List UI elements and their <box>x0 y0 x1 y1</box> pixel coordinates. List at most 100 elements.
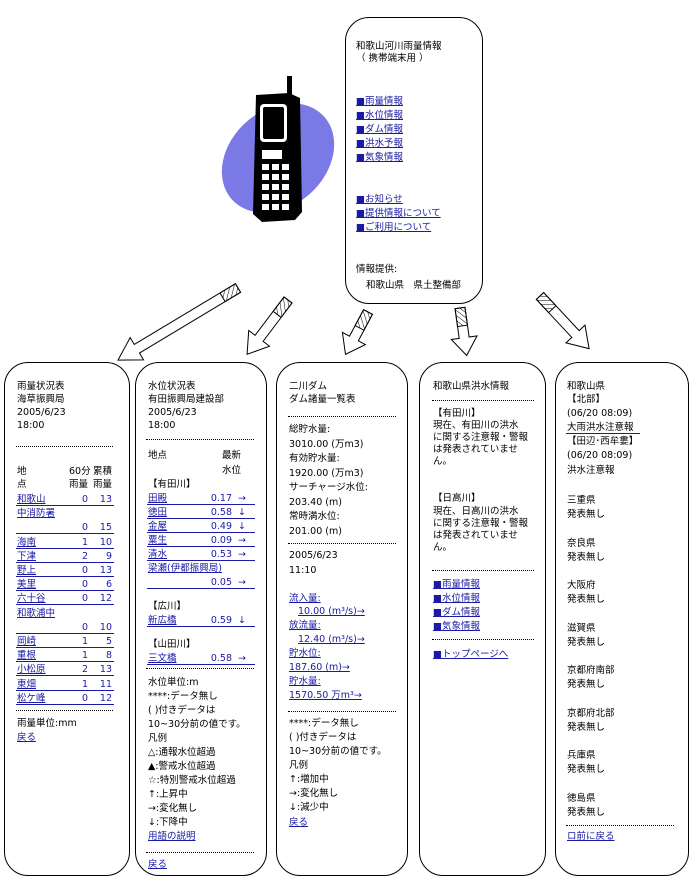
outflow-value-link[interactable]: 12.40 (m³/s)→ <box>298 634 365 645</box>
level-value-link[interactable]: 187.60 (m)→ <box>289 662 350 673</box>
row-underline <box>147 664 255 665</box>
storage-label-link[interactable]: 貯水量: <box>289 676 321 687</box>
menu-flood-link[interactable]: ■洪水予報 <box>356 138 403 149</box>
rain-station-link[interactable]: 小松原 <box>17 664 46 675</box>
rain-station-link-cell: 岡崎 <box>17 636 36 647</box>
arrow-to-dam <box>334 306 379 361</box>
menu-rain-link[interactable]: ■雨量情報 <box>356 96 403 107</box>
outflow-label-link[interactable]: 放流量: <box>289 620 321 631</box>
rain-accum-value: 15 <box>90 522 112 533</box>
trend-arrow-icon: ↓ <box>238 615 246 626</box>
rain-time: 18:00 <box>17 420 44 431</box>
glossary-link[interactable]: 用語の説明 <box>148 831 196 842</box>
rain-station-link[interactable]: 下津 <box>17 551 36 562</box>
inflow-value-link[interactable]: 10.00 (m³/s)→ <box>298 606 365 617</box>
flood-dam-link[interactable]: ■ダム情報 <box>433 607 480 618</box>
top-page-link[interactable]: ■トップページへ <box>433 649 508 660</box>
provider-name: 和歌山県 県土整備部 <box>366 280 461 291</box>
top-subtitle: （ 携帯端末用 ） <box>356 53 429 64</box>
water-station-link[interactable]: 梁瀬(伊都振興局) <box>148 563 222 574</box>
water-station-link[interactable]: 金屋 <box>148 521 167 532</box>
inflow-label-link[interactable]: 流入量: <box>289 593 321 604</box>
phone-icon <box>253 76 302 222</box>
divider <box>146 439 254 440</box>
water-level-value: 0.53 <box>196 549 232 560</box>
flood-title: 和歌山県洪水情報 <box>433 381 509 392</box>
legend-line: ****:データ無し <box>148 691 218 702</box>
legend-line: 水位単位:m <box>148 677 198 688</box>
water-level-value: 0.05 <box>196 577 232 588</box>
rain-60min-value: 0 <box>66 693 88 704</box>
menu-usage-link[interactable]: ■ご利用について <box>356 222 431 233</box>
rain-station-link[interactable]: 美里 <box>17 579 36 590</box>
level-label-link[interactable]: 貯水位: <box>289 648 321 659</box>
menu-notice-link[interactable]: ■お知らせ <box>356 194 403 205</box>
rain-station-link[interactable]: 東畑 <box>17 679 36 690</box>
rain-station-link[interactable]: 中消防署 <box>17 508 55 519</box>
dam-back-link[interactable]: 戻る <box>289 817 308 828</box>
trend-arrow-icon: → <box>238 493 246 504</box>
legend-line: 10~30分前の値です。 <box>148 719 246 730</box>
rain-station-link[interactable]: 岡崎 <box>17 636 36 647</box>
col-header: 地 <box>17 466 27 477</box>
rain-station-link-cell: 海南 <box>17 537 36 548</box>
menu-water-link[interactable]: ■水位情報 <box>356 110 403 121</box>
water-station-link[interactable]: 清水 <box>148 549 167 560</box>
menu-weather-link[interactable]: ■気象情報 <box>356 152 403 163</box>
south-heading: 【田辺･西牟婁】 <box>567 436 638 447</box>
divider <box>566 825 674 826</box>
rain-60min-value: 0 <box>66 593 88 604</box>
river-heading: 【有田川】 <box>148 479 196 490</box>
divider <box>16 710 113 711</box>
water-station-link-cell: 新広橋 <box>148 615 177 626</box>
divider <box>146 668 254 669</box>
menu-dam-link[interactable]: ■ダム情報 <box>356 124 403 135</box>
hidaka-text-line: は発表されていませ <box>433 530 518 541</box>
rain-station-link[interactable]: 六十谷 <box>17 593 46 604</box>
divider <box>432 400 534 401</box>
water-station-link[interactable]: 三文橋 <box>148 653 177 664</box>
weather-back-link[interactable]: ロ前に戻る <box>567 831 615 842</box>
north-time: (06/20 08:09) <box>567 408 632 419</box>
flood-weather-link[interactable]: ■気象情報 <box>433 621 480 632</box>
water-station-link[interactable]: 新広橋 <box>148 615 177 626</box>
water-station-link[interactable]: 田殿 <box>148 493 167 504</box>
rain-station-link[interactable]: 松ケ峰 <box>17 693 46 704</box>
water-station-link[interactable]: 粟生 <box>148 535 167 546</box>
rain-station-link[interactable]: 海南 <box>17 537 36 548</box>
water-station-link[interactable]: 徳田 <box>148 507 167 518</box>
dam-spec-line: サーチャージ水位: <box>289 482 368 493</box>
rain-accum-value: 10 <box>90 537 112 548</box>
flood-rain-link[interactable]: ■雨量情報 <box>433 579 480 590</box>
row-underline <box>16 576 114 577</box>
menu-about-link[interactable]: ■提供情報について <box>356 208 441 219</box>
dam-spec-line: 3010.00 (万m3) <box>289 439 364 450</box>
legend-line: →:変化無し <box>289 788 338 799</box>
rain-station-link[interactable]: 重根 <box>17 650 36 661</box>
prefecture-name: 大阪府 <box>567 580 596 591</box>
dam-spec-line: 201.00 (m) <box>289 526 342 537</box>
rain-station-link[interactable]: 和歌浦中 <box>17 608 55 619</box>
dam-spec-line: 203.40 (m) <box>289 497 342 508</box>
water-back-link[interactable]: 戻る <box>148 859 167 870</box>
trend-arrow-icon: → <box>238 653 246 664</box>
row-underline <box>16 590 114 591</box>
rain-station-link[interactable]: 和歌山 <box>17 494 46 505</box>
rain-back-link[interactable]: 戻る <box>17 732 36 743</box>
arida-text-line: 現在、有田川の洪水 <box>433 420 519 431</box>
arrow-to-flood <box>447 306 479 357</box>
rain-station-link[interactable]: 野上 <box>17 565 36 576</box>
prefecture-name: 滋賀県 <box>567 623 596 634</box>
prefecture-status: 発表無し <box>567 509 605 520</box>
rain-station-link-cell: 六十谷 <box>17 593 46 604</box>
col-header: 雨量 <box>93 479 112 490</box>
flood-water-link[interactable]: ■水位情報 <box>433 593 480 604</box>
legend-line: ↑:上昇中 <box>148 789 188 800</box>
trend-arrow-icon: → <box>238 577 246 588</box>
divider <box>146 852 254 853</box>
arida-heading: 【有田川】 <box>433 408 481 419</box>
storage-value-link[interactable]: 1570.50 万m³→ <box>289 690 362 701</box>
prefecture-status: 発表無し <box>567 807 605 818</box>
rain-accum-value: 10 <box>90 622 112 633</box>
trend-arrow-icon: ↓ <box>238 521 246 532</box>
